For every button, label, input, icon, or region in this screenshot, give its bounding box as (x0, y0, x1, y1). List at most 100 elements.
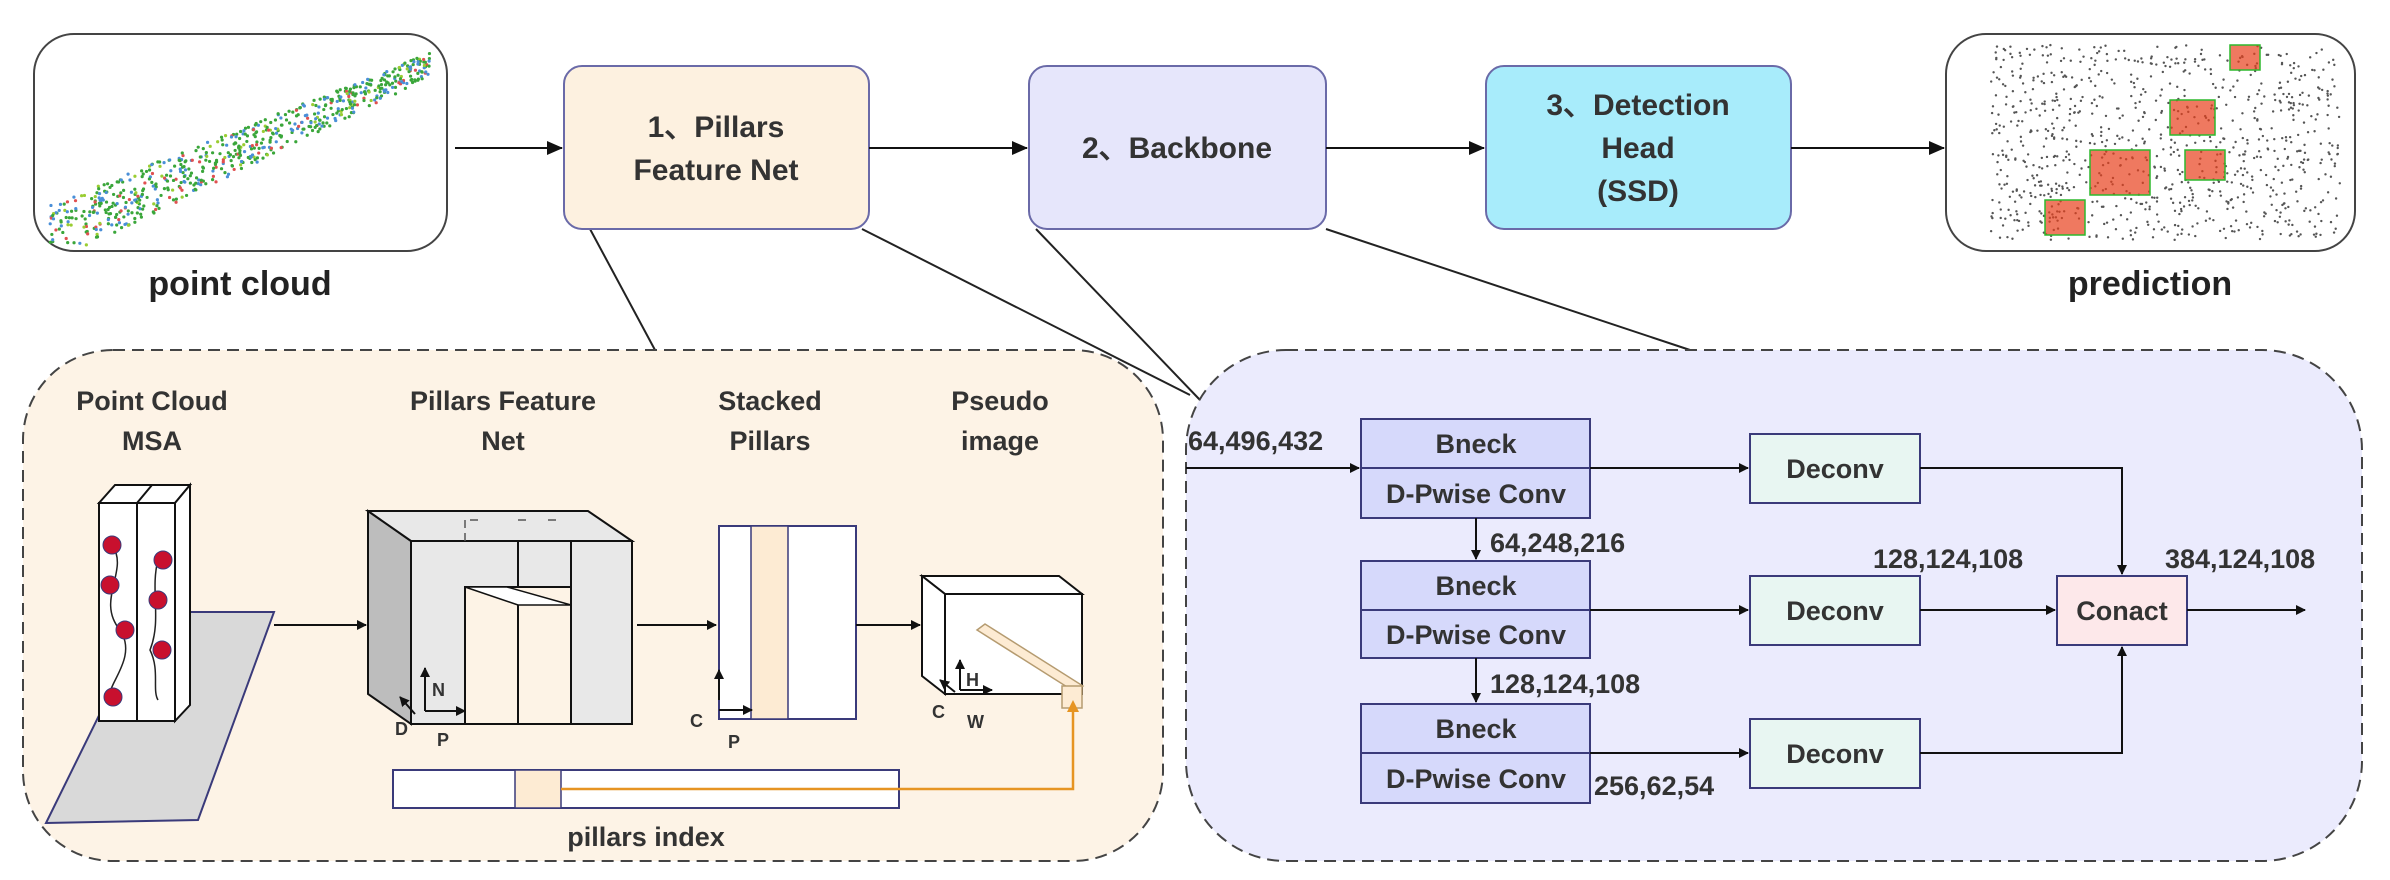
point (2054, 182, 2058, 185)
point (2072, 111, 2076, 114)
point (2152, 228, 2156, 231)
point (2101, 96, 2104, 99)
point (95, 211, 99, 215)
point (2238, 154, 2241, 157)
point (2114, 227, 2118, 231)
point (274, 126, 278, 131)
point (273, 118, 278, 122)
point (95, 191, 99, 195)
point (2168, 188, 2171, 191)
point (119, 209, 123, 213)
point (2046, 183, 2050, 186)
dim-bneck3-out: 256,62,54 (1594, 771, 1714, 801)
point (385, 70, 389, 74)
point (2326, 94, 2330, 97)
point (370, 78, 374, 82)
point (219, 167, 224, 171)
point (1994, 51, 1997, 54)
point (2308, 56, 2312, 59)
detection-box (2089, 149, 2151, 196)
point (398, 77, 403, 81)
point (2153, 165, 2156, 168)
point (317, 122, 321, 126)
point (250, 160, 254, 165)
point (223, 155, 227, 160)
point (2024, 91, 2027, 94)
point (426, 72, 430, 76)
point (238, 136, 242, 141)
point (93, 200, 97, 204)
point (145, 195, 149, 200)
point (252, 146, 256, 150)
point (2260, 102, 2263, 105)
point (300, 131, 304, 135)
point (2209, 72, 2213, 76)
point (255, 156, 260, 160)
point (2091, 200, 2094, 204)
point (294, 140, 298, 144)
point (2215, 145, 2218, 149)
point (2320, 48, 2323, 51)
backbone-panel: Bneck D-Pwise Conv Bneck D-Pwise Conv Bn… (1185, 349, 2363, 862)
svg-text:Head: Head (1601, 132, 1674, 165)
point (110, 223, 114, 227)
point (205, 154, 209, 158)
point (427, 51, 432, 56)
point (2125, 218, 2129, 221)
prediction-label: prediction (2068, 265, 2232, 303)
point (312, 98, 316, 102)
point (351, 91, 355, 95)
point (239, 159, 244, 164)
point (201, 166, 206, 170)
svg-text:Bneck: Bneck (1435, 714, 1517, 744)
point (168, 158, 172, 162)
point (2102, 205, 2105, 208)
point (2040, 80, 2043, 83)
point (2291, 178, 2294, 181)
point (2266, 53, 2270, 57)
point (2036, 129, 2039, 132)
point (139, 212, 143, 216)
point (2332, 58, 2335, 62)
point (2137, 119, 2140, 122)
point (50, 232, 54, 237)
point (2329, 175, 2333, 178)
point (2145, 201, 2148, 204)
point (2055, 116, 2059, 120)
point (1999, 216, 2002, 220)
point (2016, 124, 2019, 127)
point (254, 143, 259, 147)
point (220, 138, 224, 142)
point (2269, 195, 2272, 198)
point (2256, 92, 2259, 96)
point (2057, 184, 2061, 187)
point (361, 80, 365, 85)
deconv-block-3: Deconv (1749, 718, 1921, 789)
point (2061, 137, 2064, 140)
point (2266, 147, 2269, 150)
point (165, 179, 170, 183)
point (2261, 134, 2265, 138)
point (201, 147, 205, 151)
point (2334, 227, 2337, 230)
point (212, 166, 216, 170)
point (2065, 150, 2068, 153)
point (150, 171, 155, 176)
dim-deconv-out: 128,124,108 (1873, 544, 2023, 574)
point (2075, 139, 2078, 143)
point (2044, 128, 2048, 131)
point (2171, 183, 2174, 186)
point (2229, 89, 2232, 92)
point (2166, 126, 2170, 129)
point (2029, 191, 2032, 195)
point (2230, 198, 2233, 201)
point (2045, 137, 2048, 140)
point (2032, 164, 2035, 167)
point (393, 67, 397, 71)
point (2121, 136, 2124, 139)
point (2182, 205, 2186, 208)
point (318, 97, 322, 101)
point (2039, 193, 2042, 197)
point (232, 142, 236, 146)
point (2336, 106, 2339, 109)
